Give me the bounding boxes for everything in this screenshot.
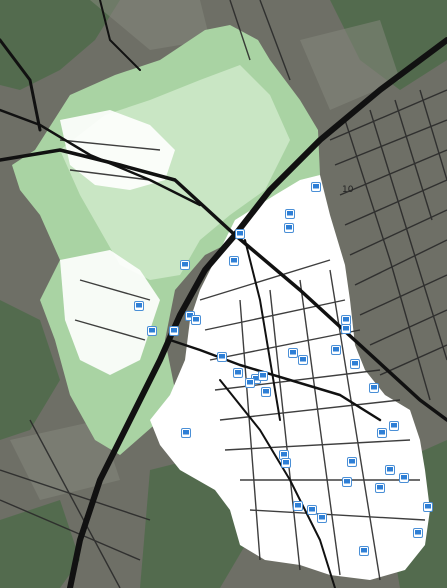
bus-stop-icon[interactable]: [180, 260, 190, 270]
bus-stop-icon[interactable]: [285, 209, 295, 219]
bus-stop-icon[interactable]: [217, 352, 227, 362]
map-label-10: 10: [342, 185, 354, 195]
bus-stop-icon[interactable]: [389, 421, 399, 431]
bus-stop-icon[interactable]: [293, 501, 303, 511]
bus-stop-icon[interactable]: [342, 477, 352, 487]
bus-stop-icon[interactable]: [229, 256, 239, 266]
bus-stop-icon[interactable]: [423, 502, 433, 512]
bus-stop-icon[interactable]: [233, 368, 243, 378]
bus-stop-icon[interactable]: [307, 505, 317, 515]
bus-stop-icon[interactable]: [311, 182, 321, 192]
bus-stop-layer: [134, 182, 433, 556]
bus-stop-icon[interactable]: [284, 223, 294, 233]
bus-stop-icon[interactable]: [258, 371, 268, 381]
bus-stop-icon[interactable]: [261, 387, 271, 397]
bus-stop-icon[interactable]: [298, 355, 308, 365]
bus-stop-icon[interactable]: [385, 465, 395, 475]
bus-stop-icon[interactable]: [341, 315, 351, 325]
bus-stop-icon[interactable]: [281, 458, 291, 468]
bus-stop-icon[interactable]: [279, 450, 289, 460]
bus-stop-icon[interactable]: [169, 326, 179, 336]
bus-stop-icon[interactable]: [377, 428, 387, 438]
bus-stop-icon[interactable]: [331, 345, 341, 355]
bus-stop-icon[interactable]: [235, 229, 245, 239]
bus-stop-icon[interactable]: [134, 301, 144, 311]
bus-stop-icon[interactable]: [369, 383, 379, 393]
bus-stop-icon[interactable]: [147, 326, 157, 336]
bus-stop-icon[interactable]: [191, 315, 201, 325]
bus-stop-icon[interactable]: [359, 546, 369, 556]
bus-stop-icon[interactable]: [288, 348, 298, 358]
bus-stop-icon[interactable]: [375, 483, 385, 493]
bus-stop-icon[interactable]: [181, 428, 191, 438]
bus-stop-icon[interactable]: [341, 324, 351, 334]
bus-stop-icon[interactable]: [245, 378, 255, 388]
bus-stop-icon[interactable]: [317, 513, 327, 523]
bus-stop-icon[interactable]: [413, 528, 423, 538]
bus-stop-icon[interactable]: [399, 473, 409, 483]
bus-stop-icon[interactable]: [350, 359, 360, 369]
bus-stop-icon[interactable]: [347, 457, 357, 467]
terrain-shading: [10, 0, 400, 500]
